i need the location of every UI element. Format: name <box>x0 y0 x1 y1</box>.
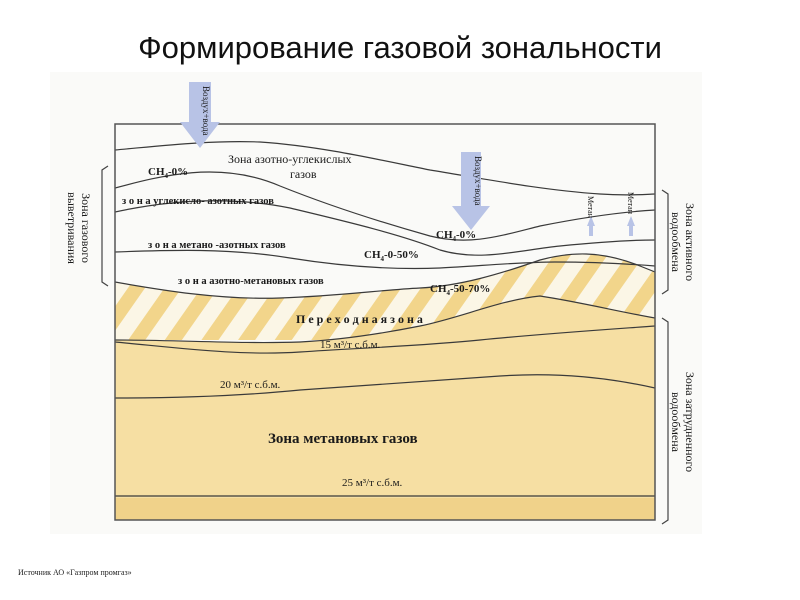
isoline-label-15: 15 м³/т с.б.м. <box>320 339 381 351</box>
isoline-20 <box>115 374 655 399</box>
label-active-2: водообмена <box>669 212 683 273</box>
boundary-line-3 <box>115 249 655 270</box>
svg-text:Воздух+вода: Воздух+вода <box>473 156 483 206</box>
arrow-methane-right: Метан <box>626 192 635 236</box>
svg-text:Метан: Метан <box>586 196 595 219</box>
label-ch4-0-left: CH4-0% <box>148 166 188 180</box>
label-restricted-1: Зона затрудненного <box>683 372 697 472</box>
isoline-15 <box>115 295 655 344</box>
isoline-label-20: 20 м³/т с.б.м. <box>220 379 281 391</box>
label-weathering-2: выветривания <box>65 192 79 264</box>
arrow-methane-left: Метан <box>586 196 595 236</box>
label-ch4-0-50: CH4-0-50% <box>364 249 419 263</box>
label-restricted-2: водообмена <box>669 392 683 453</box>
source-note: Источник АО «Газпром промгаз» <box>18 568 132 577</box>
isoline-15-lower <box>115 325 655 354</box>
svg-text:Воздух+вода: Воздух+вода <box>201 86 211 136</box>
arrow-air-water-right: Воздух+вода <box>452 152 490 230</box>
slide-title: Формирование газовой зональности <box>138 30 662 65</box>
boundary-line-4 <box>115 253 655 299</box>
isoline-label-25: 25 м³/т с.б.м. <box>342 477 403 489</box>
bracket-restricted <box>661 317 669 525</box>
svg-text:Метан: Метан <box>626 192 635 215</box>
boundary-line-2 <box>115 200 655 256</box>
methane-zone-fill <box>115 296 655 520</box>
bracket-weathering <box>101 165 109 287</box>
arrow-air-water-left: Воздух+вода <box>180 82 220 148</box>
surface-line <box>115 141 655 196</box>
label-ch4-50-70: CH4-50-70% <box>430 283 490 297</box>
label-active-1: Зона активного <box>683 203 697 281</box>
label-ch4-0-right: CH4-0% <box>436 229 476 243</box>
zone-transition: П е р е х о д н а я з о н а <box>296 312 423 326</box>
diagram-frame <box>114 123 656 521</box>
zone-nitrogen-methane: з о н а азотно-метановых газов <box>178 276 324 287</box>
label-weathering-1: Зона газового <box>79 193 93 263</box>
bottom-layer <box>115 498 655 520</box>
zone-methane-nitrogen: з о н а метано -азотных газов <box>148 240 286 251</box>
zone-methane: Зона метановых газов <box>268 431 418 447</box>
zone-co2-nitrogen: з о н а углекисло- азотных газов <box>122 196 274 207</box>
zone-nitrogen-co2-line2: газов <box>290 167 317 181</box>
boundary-line-1 <box>115 171 655 241</box>
zone-nitrogen-co2-line1: Зона азотно-углекислых <box>228 152 352 166</box>
bracket-active <box>661 189 669 295</box>
